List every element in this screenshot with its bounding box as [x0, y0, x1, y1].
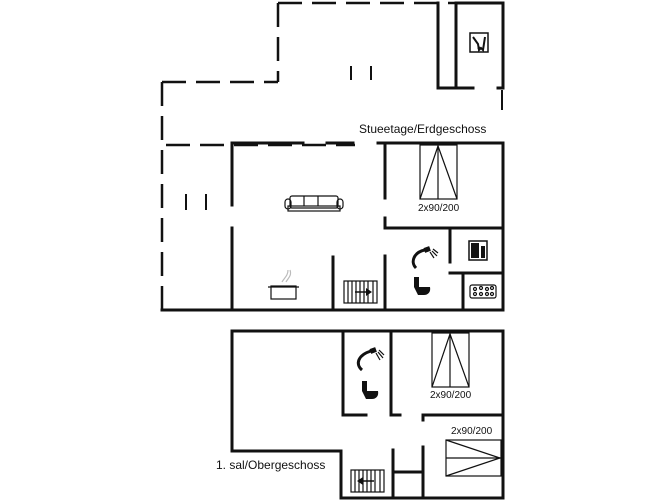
ground-floor-walls — [160, 141, 505, 312]
stairs-up-icon — [343, 280, 378, 304]
shower-icon — [411, 246, 439, 270]
ground-floor-label: Stueetage/Erdgeschoss — [359, 122, 487, 136]
toilet-icon — [414, 277, 431, 295]
stairs-down-icon — [350, 469, 385, 493]
washing-machine-icon — [468, 240, 488, 261]
first-bedroom-2-bed-label: 2x90/200 — [451, 426, 493, 437]
ground-bedroom-bed-label: 2x90/200 — [418, 203, 460, 214]
twin-bed-icon — [419, 144, 458, 200]
twin-bed-icon — [445, 439, 502, 477]
cooking-pot-icon — [268, 269, 299, 300]
terrace-outline — [160, 1, 456, 310]
first-floor-walls — [230, 329, 505, 500]
twin-bed-icon — [431, 332, 470, 388]
stove-hob-icon — [469, 284, 497, 299]
first-bedroom-1-bed-label: 2x90/200 — [430, 390, 472, 401]
sauna-icon — [469, 32, 489, 53]
first-floor-label: 1. sal/Obergeschoss — [216, 458, 326, 472]
annex-room — [436, 1, 505, 110]
shower-icon — [356, 347, 385, 372]
sofa-icon — [284, 195, 344, 212]
toilet-icon — [362, 381, 379, 399]
